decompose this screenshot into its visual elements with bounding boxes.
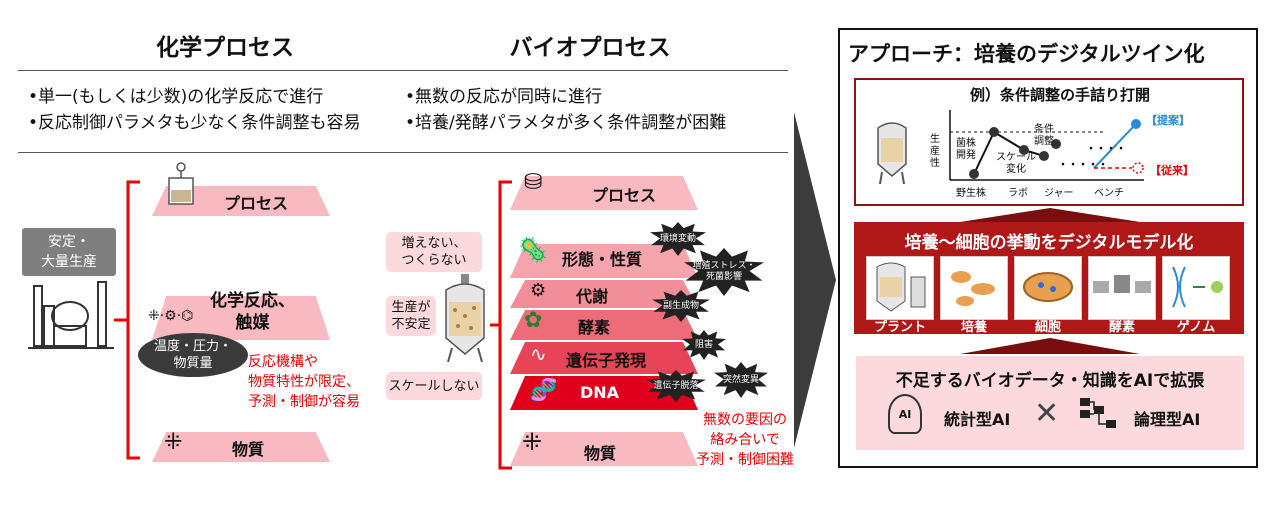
bio-tier-material-label: 物質 (584, 444, 617, 463)
chem-bracket (114, 180, 140, 460)
bio-tier-material (510, 432, 698, 466)
chem-bullet-1: •単一(もしくは少数)の化学反応で進行 (28, 87, 324, 107)
model-card-culture (940, 256, 1008, 320)
ann-condition: 条件 調整 (1034, 124, 1054, 147)
bio-tier-process-label: プロセス (592, 186, 657, 205)
model-card-genome (1162, 256, 1230, 320)
bacteria-icon: 🦠 (518, 236, 548, 264)
ai-head-icon: AI (888, 394, 922, 434)
bio-reactor-small-icon: ⛁ (524, 170, 543, 195)
chem-tier-reaction-label: 化学反応、 触媒 (210, 291, 295, 333)
x-label-bench: ベンチ (1094, 188, 1124, 199)
bio-bracket (490, 180, 512, 470)
legend-proposed: 【提案】 (1146, 114, 1190, 127)
example-title: 例）条件調整の手詰り打開 (969, 86, 1150, 104)
chem-title: 化学プロセス (156, 35, 294, 61)
top-divider (18, 70, 788, 71)
x-label-jar: ジャー (1044, 188, 1074, 199)
burst-stress: 増殖ストレス・ 死菌影響 (684, 248, 764, 296)
bio-issue-no-scale: スケールしない (386, 372, 482, 400)
stable-production-label: 安定・ 大量生産 (22, 228, 116, 276)
model-label-cell: 細胞 (1034, 320, 1061, 335)
molecule-icon: ⁜ (164, 430, 183, 455)
ann-strain-dev: 菌株 開発 (956, 138, 976, 161)
approach-title: アプローチ：培養のデジタルツイン化 (848, 42, 1205, 66)
x-label-lab: ラボ (1008, 188, 1028, 199)
legend-conventional: 【従来】 (1150, 164, 1194, 177)
bio-title: バイオプロセス (509, 35, 671, 61)
model-label-plant: プラント (873, 320, 926, 335)
approach-panel (838, 28, 1258, 468)
conditions-oval: 温度・圧力・ 物質量 (138, 333, 248, 377)
bio-bullet-1: •無数の反応が同時に進行 (405, 87, 603, 107)
ai-box (856, 356, 1244, 450)
metabolism-icon: ⚙ (530, 280, 547, 301)
mid-divider (18, 152, 788, 153)
ai-cross: ✕ (1034, 396, 1060, 431)
catalyst-icons: ⁜·⚙·⌬ (148, 308, 194, 324)
bio-tier-process (510, 176, 698, 210)
bio-tier-metabolism-label: 代謝 (576, 287, 609, 306)
burst-mutation: 突然変異 (714, 362, 768, 398)
bio-red-note: 無数の要因の 絡み合いで 予測・制御困難 (696, 412, 794, 468)
model-card-cell (1014, 256, 1082, 320)
model-label-culture: 培養 (960, 320, 987, 335)
chem-red-note: 反応機構や 物質特性が限定、 予測・制御が容易 (248, 354, 360, 410)
model-card-plant (866, 256, 934, 320)
ai-right-label: 論理型AI (1134, 410, 1201, 429)
example-y-label: 生 産 性 (930, 134, 940, 169)
model-label-enzyme: 酵素 (1108, 320, 1135, 335)
chem-tier-material (152, 432, 330, 462)
ai-title: 不足するバイオデータ・知識をAIで拡張 (895, 371, 1205, 391)
chem-tier-process-label: プロセス (224, 194, 289, 213)
chem-tier-material-label: 物質 (232, 440, 265, 459)
dna-icon: 🧬 (530, 378, 558, 403)
bioreactor-icon (445, 274, 485, 363)
example-reactor-icon (877, 122, 907, 185)
model-card-enzyme (1088, 256, 1156, 320)
factory-icon (28, 281, 114, 349)
bio-tier-expression (510, 342, 698, 374)
bio-issue-no-grow: 増えない、 つくらない (386, 232, 482, 272)
enzyme-icon: ✿ (524, 308, 543, 333)
bio-tier-morphology-label: 形態・性質 (562, 250, 643, 269)
chem-bullet-2: •反応制御パラメタも少なく条件調整も容易 (28, 113, 361, 133)
ann-dots-1: ・・・・ (1086, 144, 1126, 155)
ann-scale-change: スケール 変化 (996, 152, 1036, 175)
logic-icon (1080, 398, 1116, 428)
chem-reactor-icon (168, 162, 194, 205)
bio-tier-enzyme-label: 酵素 (578, 318, 611, 337)
big-arrow (794, 112, 836, 448)
chem-tier-reaction (152, 296, 330, 340)
ai-icon-text: AI (898, 407, 912, 421)
bio-issue-unstable: 生産が 不安定 (386, 296, 436, 336)
model-label-genome: ゲノム (1176, 320, 1216, 335)
bio-tier-expression-label: 遺伝子発現 (566, 351, 647, 370)
example-chart (949, 110, 1144, 181)
bio-tier-dna-label: DNA (580, 383, 620, 402)
model-title: 培養～細胞の挙動をデジタルモデル化 (904, 233, 1194, 253)
bio-bullet-2: •培養/発酵パラメタが多く条件調整が困難 (405, 113, 727, 133)
ann-dots-2: ・・・・・ (1058, 160, 1108, 171)
bio-molecule-icon: ⁜ (522, 428, 543, 456)
ai-left-label: 統計型AI (944, 410, 1011, 429)
example-box (854, 78, 1244, 206)
expression-icon: ∿ (530, 342, 547, 366)
x-label-wild: 野生株 (956, 188, 986, 199)
